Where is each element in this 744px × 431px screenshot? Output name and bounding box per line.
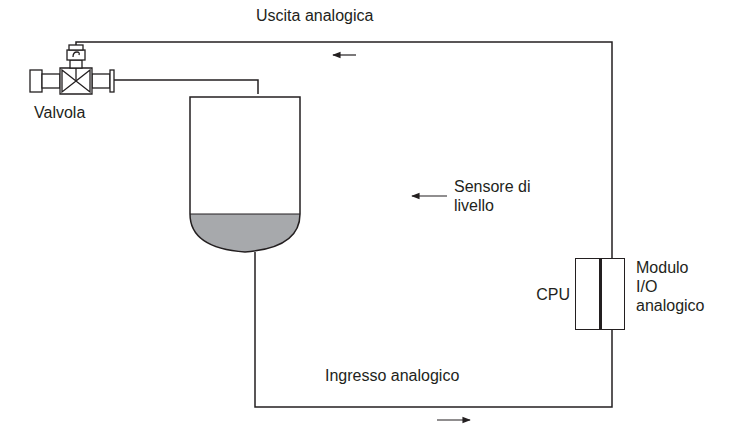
part-label: Valvola bbox=[34, 103, 85, 122]
pipe bbox=[112, 80, 258, 94]
direction-arrow bbox=[333, 54, 356, 55]
output-wire bbox=[76, 42, 612, 258]
box-label: Modulo I/O analogico bbox=[636, 258, 705, 315]
sensor-label: Sensore di livello bbox=[454, 177, 540, 215]
cpu-box: CPU bbox=[575, 258, 600, 330]
signal-label: Uscita analogica bbox=[256, 6, 373, 25]
box-label: CPU bbox=[536, 285, 570, 304]
direction-arrow bbox=[437, 419, 470, 420]
signal-label: Ingresso analogico bbox=[325, 366, 459, 385]
leader-arrow bbox=[412, 195, 447, 196]
io-module-box: Modulo I/O analogico bbox=[599, 258, 625, 330]
input-wire bbox=[255, 252, 612, 407]
tank bbox=[190, 97, 300, 252]
valve-symbol bbox=[30, 45, 114, 94]
